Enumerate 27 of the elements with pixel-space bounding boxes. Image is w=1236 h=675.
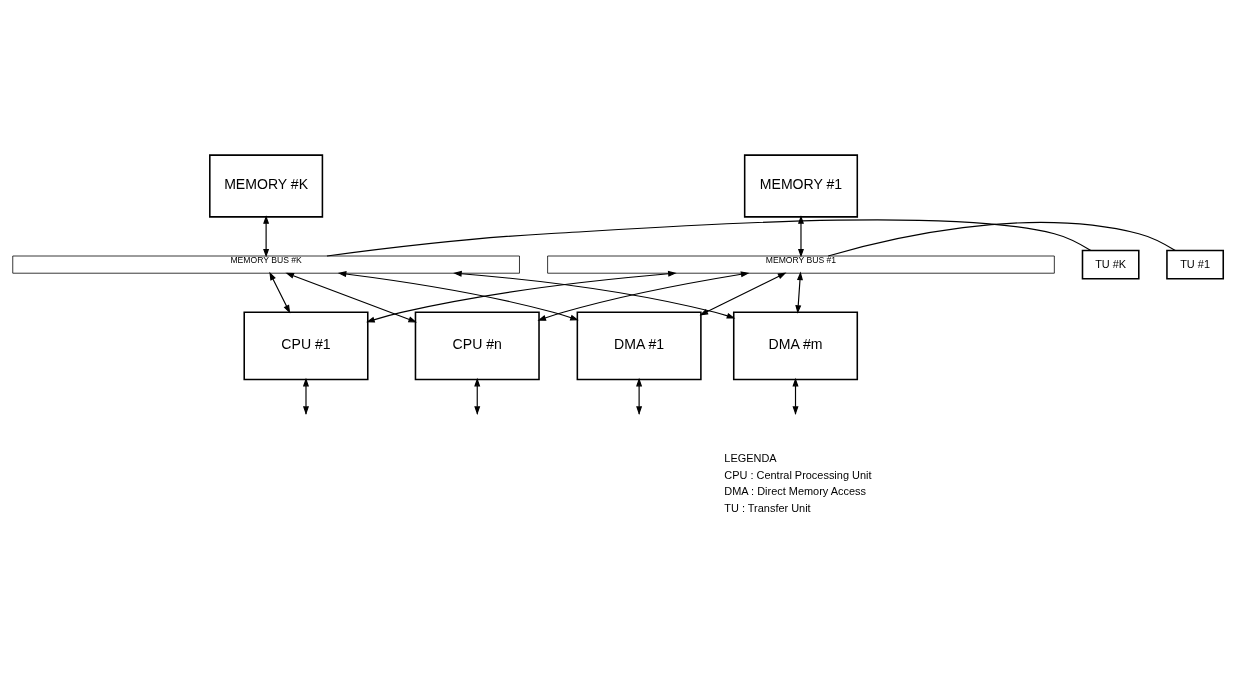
node-box: DMA #m	[732, 311, 859, 380]
arrow	[263, 214, 270, 257]
arrow	[636, 377, 643, 415]
label: CPU : Central Processing Unit	[724, 468, 872, 481]
arrow	[285, 272, 417, 322]
node-box: TU #1	[1166, 249, 1225, 279]
node-box: CPU #1	[243, 311, 369, 380]
arrow	[699, 272, 787, 315]
node-box: DMA #1	[576, 311, 702, 380]
arrow	[537, 270, 750, 321]
arrow	[269, 271, 291, 314]
node-box: MEMORY BUS #1	[547, 255, 1055, 274]
node-box: MEMORY BUS #K	[12, 255, 520, 274]
node-box: MEMORY #1	[743, 153, 859, 218]
label: TU : Transfer Unit	[724, 501, 811, 514]
arrow	[795, 271, 803, 314]
arrow	[366, 270, 677, 323]
connector	[827, 221, 1176, 257]
node-box: CPU #n	[414, 311, 540, 380]
label: LEGENDA	[724, 451, 777, 464]
arrow	[474, 377, 481, 415]
connector	[326, 218, 1092, 257]
arrow	[453, 270, 736, 319]
node-box: TU #K	[1081, 249, 1140, 279]
label: DMA : Direct Memory Access	[724, 484, 866, 497]
node-box: MEMORY #K	[209, 153, 324, 218]
arrow	[337, 270, 579, 320]
